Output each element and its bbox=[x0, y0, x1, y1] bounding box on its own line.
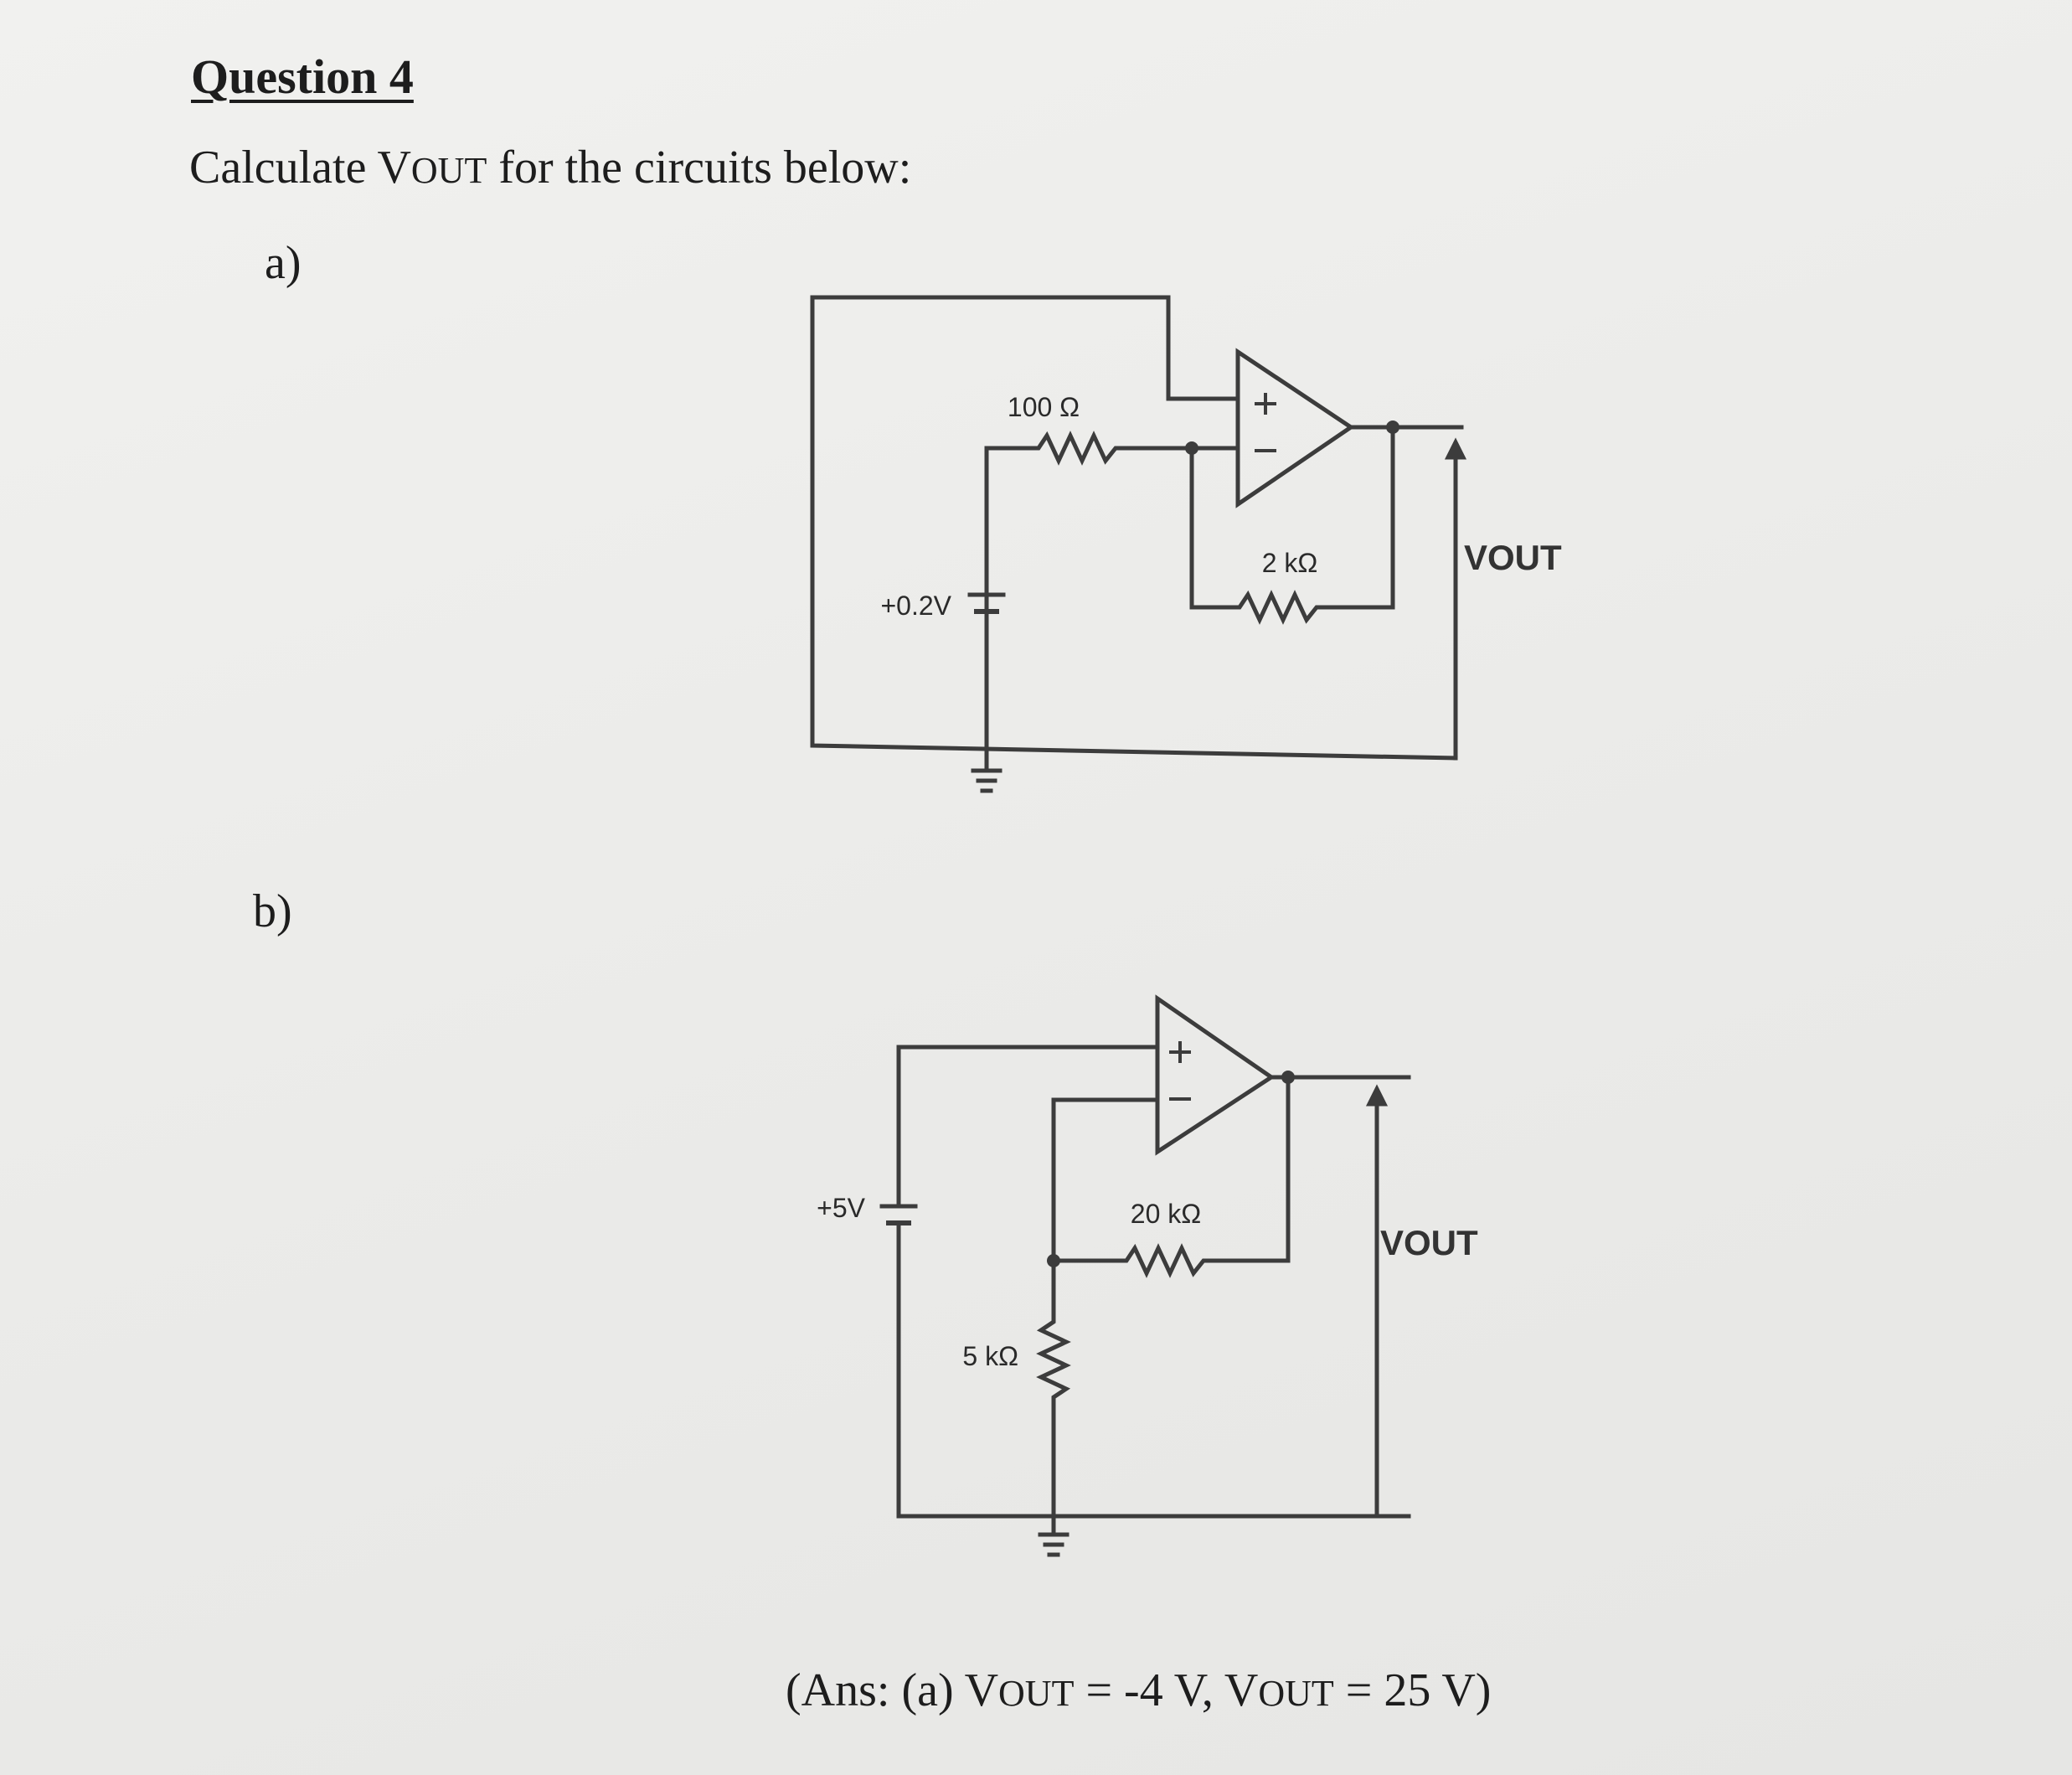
circuit-b-5k-label: 5 kΩ bbox=[962, 1341, 1018, 1371]
circuit-a-junction-out bbox=[1386, 421, 1399, 434]
circuit-b-vout-label: VOUT bbox=[1380, 1223, 1478, 1262]
circuit-b-junction-out bbox=[1281, 1071, 1295, 1084]
circuit-b-opamp bbox=[1155, 994, 1276, 1156]
circuit-a-2k-resistor bbox=[1189, 425, 1395, 625]
circuit-a-100ohm-label: 100 Ω bbox=[1008, 392, 1080, 422]
circuit-b-source-label: +5V bbox=[817, 1193, 865, 1223]
circuit-a-source-label: +0.2V bbox=[880, 591, 951, 621]
circuit-a-outer-wire bbox=[810, 295, 1458, 761]
circuit-b-20k-label: 20 kΩ bbox=[1131, 1199, 1201, 1229]
question-prompt: Calculate VOUT for the circuits below: bbox=[189, 141, 911, 194]
part-a-label: a) bbox=[265, 237, 302, 289]
circuit-a-vout-arrowhead bbox=[1444, 437, 1467, 460]
prompt-end: for the circuits below: bbox=[487, 142, 912, 193]
answer-sub1: OUT bbox=[998, 1673, 1075, 1714]
answer-mid: = -4 V, V bbox=[1074, 1664, 1259, 1716]
circuit-b-plus-wire bbox=[896, 1045, 1160, 1209]
prompt-subscript: OUT bbox=[410, 150, 487, 191]
answer-line: (Ans: (a) VOUT = -4 V, VOUT = 25 V) bbox=[786, 1664, 1491, 1717]
circuit-b-20k-resistor bbox=[1051, 1075, 1291, 1278]
circuit-a-vout-label: VOUT bbox=[1464, 538, 1562, 577]
circuit-b-minus-wire bbox=[1051, 1097, 1160, 1263]
circuit-b-vout-arrowhead bbox=[1365, 1084, 1389, 1107]
circuit-a-opamp bbox=[1235, 348, 1355, 508]
part-b-label: b) bbox=[253, 885, 292, 937]
circuit-b-5k-resistor bbox=[1036, 1258, 1071, 1519]
answer-sub2: OUT bbox=[1258, 1673, 1334, 1714]
question-heading: Question 4 bbox=[191, 49, 414, 104]
answer-open: (Ans: (a) V bbox=[786, 1664, 999, 1716]
circuit-a bbox=[810, 295, 1467, 793]
answer-close: = 25 V) bbox=[1333, 1664, 1492, 1716]
circuit-a-junction-minus bbox=[1185, 441, 1198, 455]
circuit-a-2k-label: 2 kΩ bbox=[1262, 548, 1318, 578]
prompt-start: Calculate V bbox=[189, 142, 411, 193]
circuit-a-100ohm-resistor bbox=[984, 431, 1240, 614]
circuit-b-bottom-rail bbox=[896, 1220, 1411, 1519]
circuit-b bbox=[879, 994, 1411, 1557]
circuit-b-junction-node bbox=[1047, 1254, 1060, 1267]
